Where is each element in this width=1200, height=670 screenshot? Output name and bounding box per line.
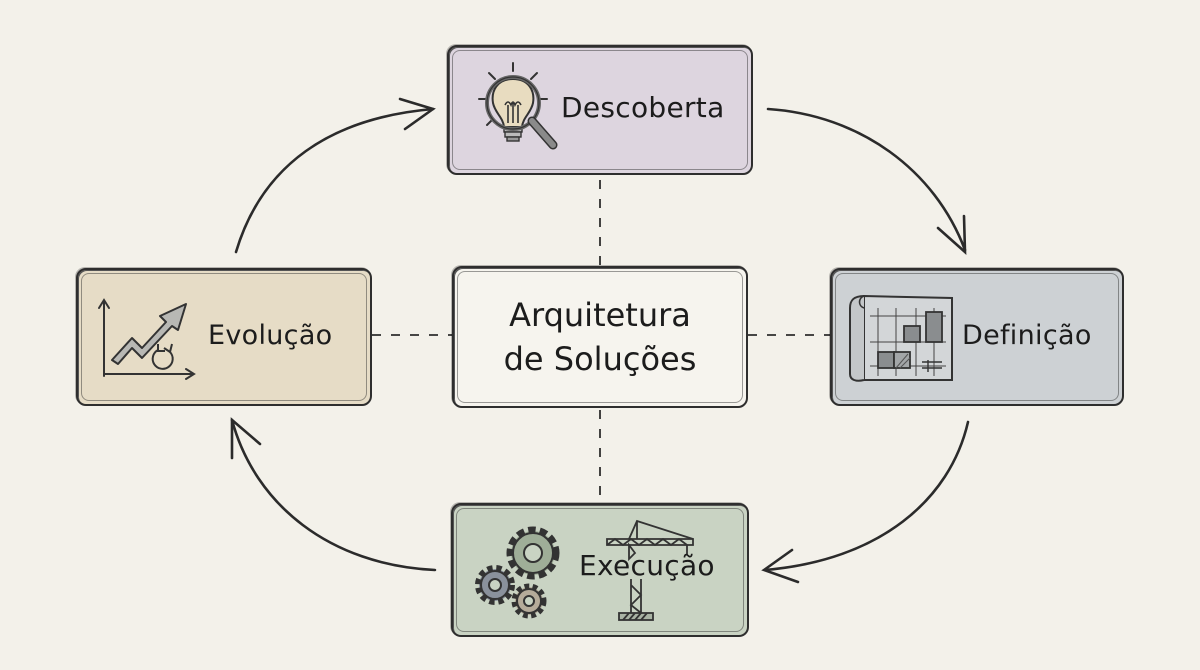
dashed-connectors — [372, 180, 830, 502]
node-label: Descoberta — [561, 91, 725, 124]
arrow-execution-to-evolution — [230, 418, 437, 572]
arrowhead — [230, 417, 262, 460]
center-title-line-2: de Soluções — [503, 340, 697, 378]
node-discovery[interactable]: Descoberta — [447, 45, 753, 175]
center-title-line-1: Arquitetura — [509, 296, 691, 334]
node-evolution[interactable]: Evolução — [76, 268, 372, 406]
node-execution[interactable]: Execução — [451, 503, 749, 637]
cycle-arrows — [230, 97, 970, 584]
blueprint-icon — [849, 294, 953, 382]
node-label: Evolução — [208, 320, 333, 351]
lightbulb-magnifier-icon — [478, 62, 558, 150]
arrowhead — [936, 214, 967, 255]
node-label: Definição — [962, 320, 1092, 351]
center-node[interactable]: Arquitetura de Soluções — [452, 266, 748, 408]
center-title: Arquitetura de Soluções — [454, 293, 746, 381]
arrow-evolution-to-discovery — [234, 107, 435, 254]
node-definition[interactable]: Definição — [830, 268, 1124, 406]
growth-chart-cycle-icon — [98, 298, 196, 380]
gears-icon — [475, 526, 560, 619]
arrowhead — [398, 97, 436, 131]
arrow-discovery-to-definition — [766, 107, 967, 252]
arrow-definition-to-execution — [763, 420, 970, 572]
arrowhead — [761, 548, 800, 584]
node-label: Execução — [579, 549, 715, 582]
crane-icon — [606, 519, 694, 621]
